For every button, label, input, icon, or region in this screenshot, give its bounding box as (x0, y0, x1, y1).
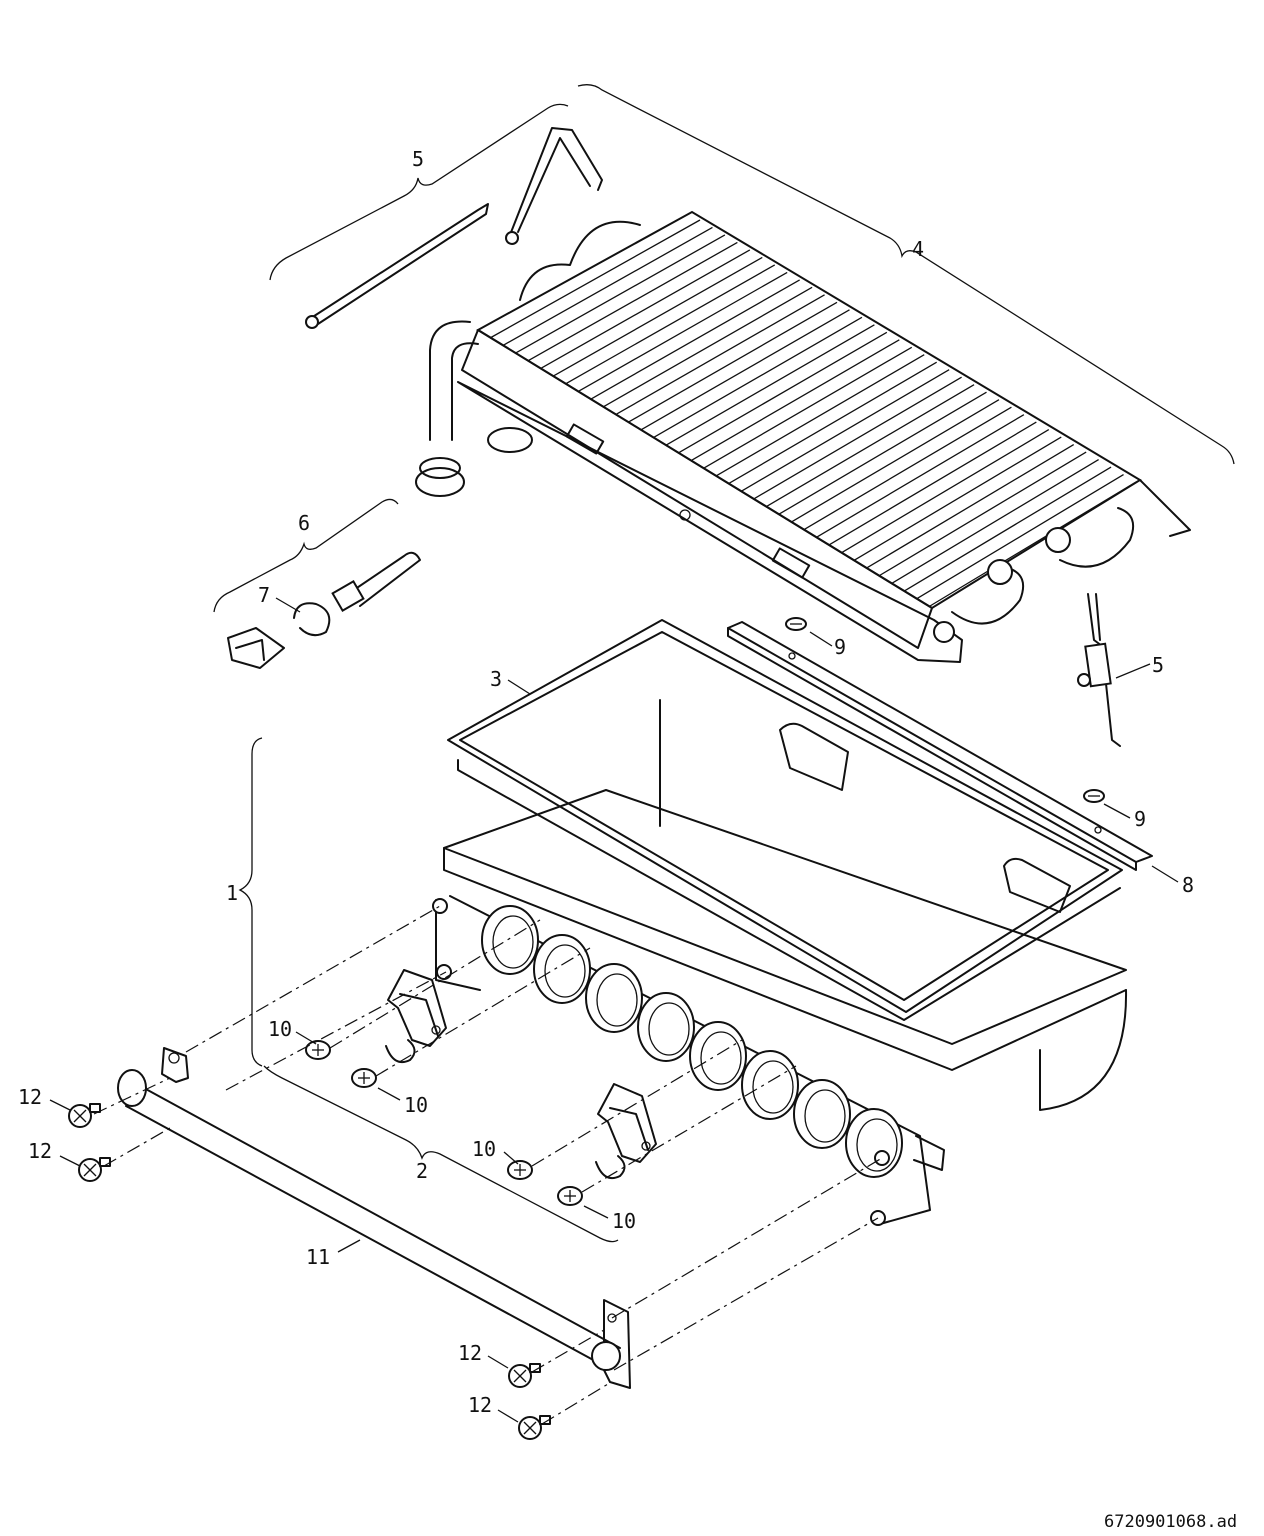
callout-12-a: 12 (18, 1085, 42, 1109)
callout-12-c: 12 (458, 1341, 482, 1365)
gas-manifold-tube-part (117, 1047, 631, 1389)
leader-lines (49, 597, 1179, 1423)
temperature-sensor-part (227, 551, 421, 669)
callout-4: 4 (912, 237, 924, 261)
group-bracket-5-upper (269, 103, 569, 281)
document-id: 6720901068.ad (1104, 1512, 1237, 1532)
electrode-bracket-part (305, 127, 603, 329)
screw-12-b (78, 1157, 111, 1182)
callout-12-b: 12 (28, 1139, 52, 1163)
screw-9-upper (785, 617, 807, 631)
group-bracket-6 (213, 498, 399, 613)
screw-12-c (508, 1363, 541, 1388)
callout-9-lower: 9 (1134, 807, 1146, 831)
callout-10-b: 10 (404, 1093, 428, 1117)
screw-10-c (507, 1160, 533, 1180)
callout-7: 7 (258, 583, 270, 607)
callout-1: 1 (226, 881, 238, 905)
callout-5-upper: 5 (412, 147, 424, 171)
heat-exchanger-part (415, 210, 1191, 663)
callout-11: 11 (306, 1245, 330, 1269)
screw-10-d (557, 1186, 583, 1206)
callout-10-c: 10 (472, 1137, 496, 1161)
callout-3: 3 (490, 667, 502, 691)
callout-6: 6 (298, 511, 310, 535)
screw-10-a (305, 1040, 331, 1060)
callout-12-d: 12 (468, 1393, 492, 1417)
callout-9-upper: 9 (834, 635, 846, 659)
group-bracket-2 (263, 1065, 619, 1243)
screw-12-d (518, 1415, 551, 1440)
combustion-chamber-frame-part (447, 619, 1123, 1021)
screw-10-b (351, 1068, 377, 1088)
burner-clip-left (385, 969, 447, 1064)
burner-ports (481, 905, 903, 1178)
callout-10-d: 10 (612, 1209, 636, 1233)
screw-9-lower (1083, 789, 1105, 803)
burner-clip-right (595, 1083, 657, 1180)
callout-2: 2 (416, 1159, 428, 1183)
callout-8: 8 (1182, 873, 1194, 897)
group-bracket-4 (577, 84, 1235, 465)
heat-exchanger-fins (489, 219, 1137, 607)
callout-10-a: 10 (268, 1017, 292, 1041)
mounting-strip-part (727, 621, 1153, 871)
screw-12-a (68, 1103, 101, 1128)
group-bracket-1 (238, 737, 263, 1067)
burner-box-part (432, 789, 1128, 1226)
assembly-center-lines (93, 905, 883, 1425)
ignition-electrode-part (1077, 593, 1121, 747)
callout-5-right: 5 (1152, 653, 1164, 677)
